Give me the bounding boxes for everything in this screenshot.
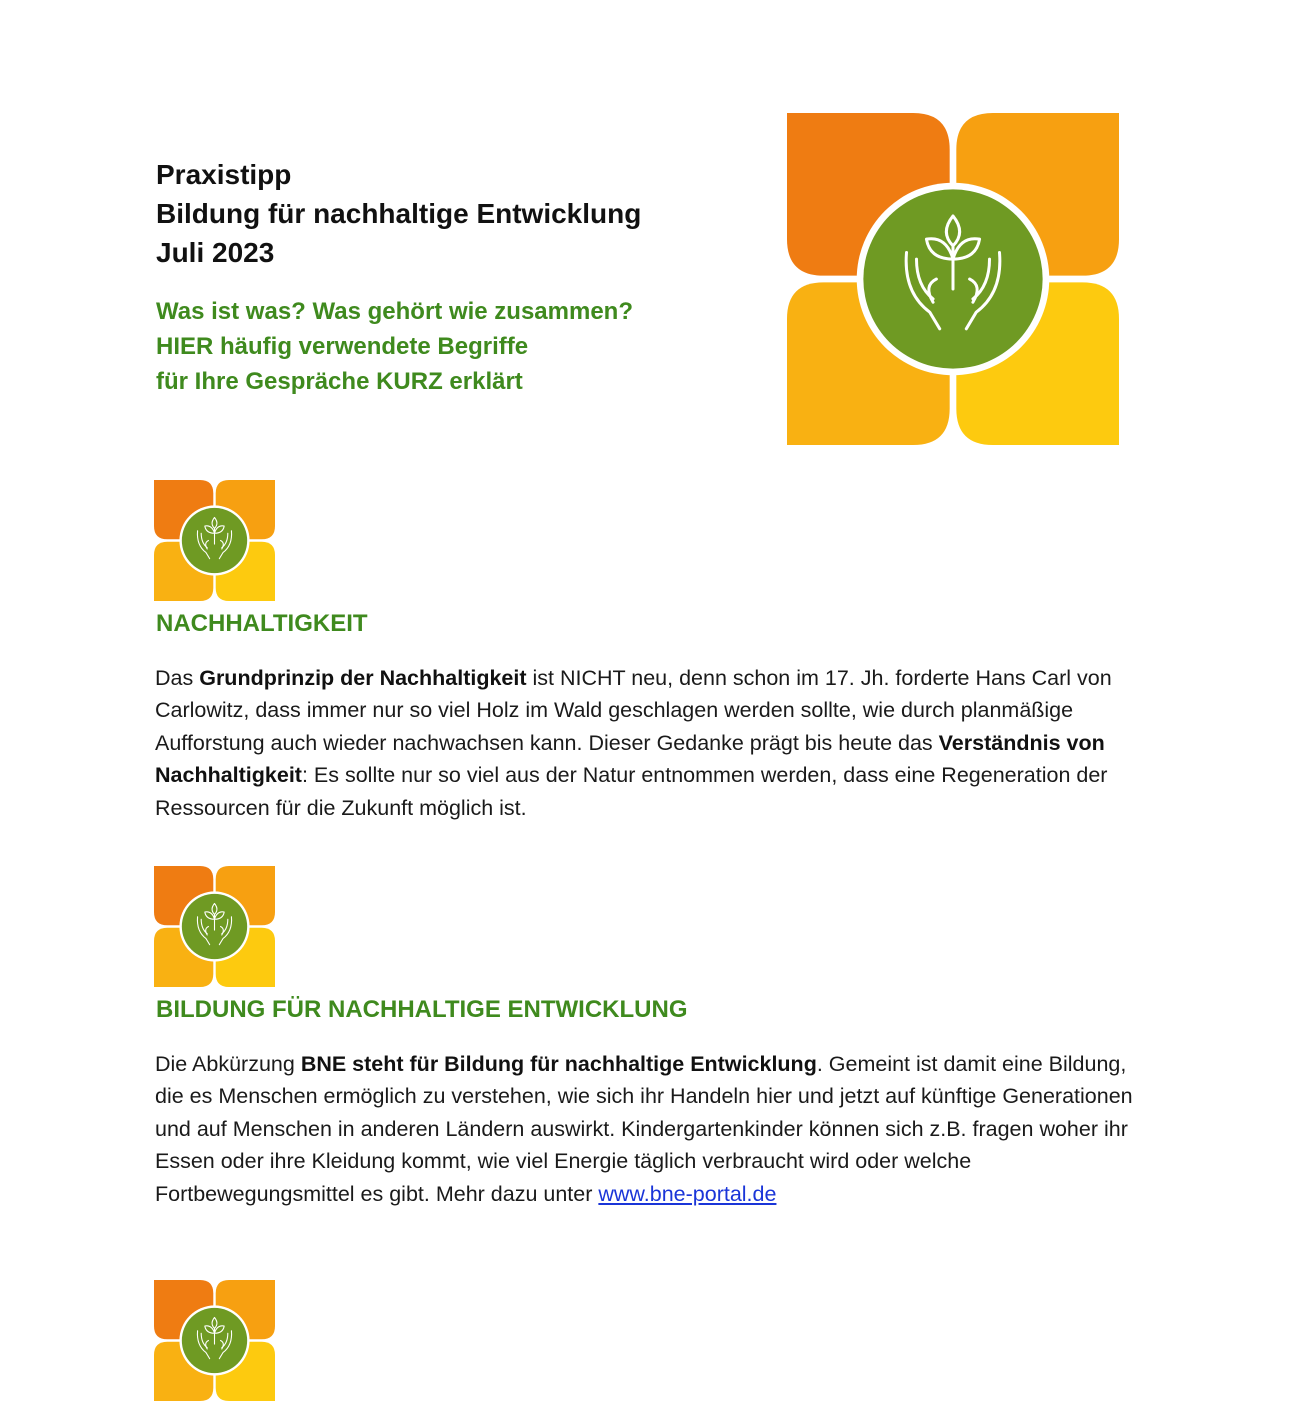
text-run: Die Abkürzung — [155, 1052, 301, 1076]
hands-sprout-icon — [196, 516, 233, 560]
bold-term: Verständnis von Nachhaltigkeit — [155, 730, 1105, 788]
section-nachhaltigkeit: NACHHALTIGKEIT Das Grundprinzip der Nach… — [153, 480, 1153, 824]
text-run: ist NICHT neu, denn schon im 17. Jh. for… — [155, 666, 1112, 755]
subtitle-line: Was ist was? Was gehört wie zusammen? — [156, 298, 633, 325]
text-run: . Gemeint ist damit eine Bildung, die es… — [155, 1052, 1133, 1206]
section-bne: BILDUNG FÜR NACHHALTIGE ENTWICKLUNG Die … — [153, 866, 1153, 1210]
section-heading: NACHHALTIGKEIT — [156, 610, 368, 637]
section-heading: BILDUNG FÜR NACHHALTIGE ENTWICKLUNG — [156, 996, 688, 1023]
subtitle-line: HIER häufig verwendete Begriffe — [156, 333, 529, 360]
section-next — [153, 1280, 1153, 1401]
text-run: Das — [155, 666, 200, 690]
flower-logo-icon — [787, 113, 1119, 445]
hands-sprout-icon — [196, 902, 233, 946]
document-header: Praxistipp Bildung für nachhaltige Entwi… — [156, 155, 756, 399]
link[interactable]: www.bne-portal.de — [598, 1181, 777, 1206]
title-line: Juli 2023 — [156, 237, 275, 268]
document-page: Praxistipp Bildung für nachhaltige Entwi… — [153, 113, 1153, 1401]
title-line: Bildung für nachhaltige Entwicklung — [156, 198, 642, 229]
subtitle-line: für Ihre Gespräche KURZ erklärt — [156, 368, 523, 395]
flower-logo-icon — [154, 1280, 275, 1401]
title-line: Praxistipp — [156, 159, 292, 190]
section-body: Die Abkürzung BNE steht für Bildung für … — [155, 1048, 1140, 1210]
flower-logo-icon — [154, 866, 275, 987]
bold-term: Grundprinzip der Nachhaltigkeit — [199, 666, 527, 690]
subtitle: Was ist was? Was gehört wie zusammen? HI… — [156, 294, 756, 399]
bold-term: BNE steht für Bildung für nachhaltige En… — [300, 1052, 817, 1076]
flower-logo-icon — [154, 480, 275, 601]
text-run: : Es sollte nur so viel aus der Natur en… — [155, 763, 1108, 820]
section-body: Das Grundprinzip der Nachhaltigkeit ist … — [155, 662, 1140, 824]
hands-sprout-icon — [904, 214, 1002, 331]
